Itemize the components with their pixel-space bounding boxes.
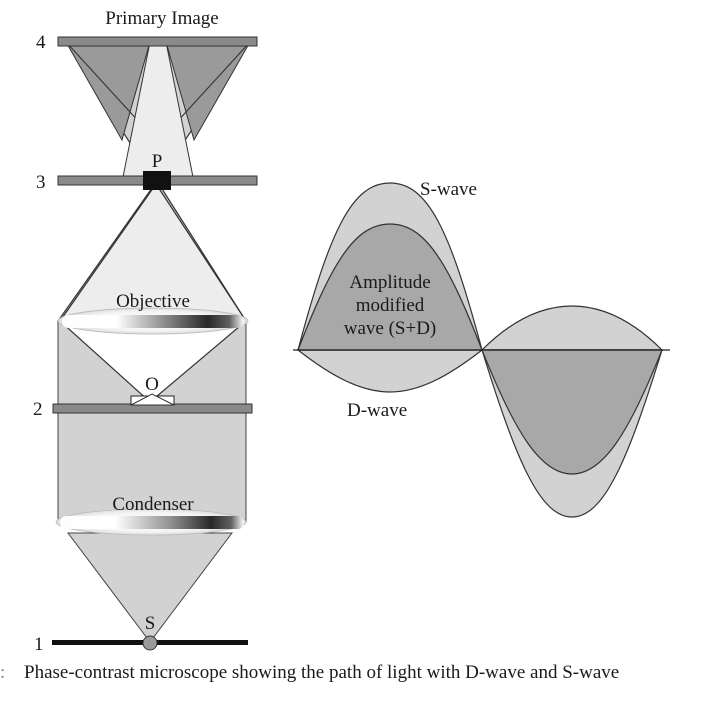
phase-contrast-diagram: Primary Image 4 3 2 1 P Objective O Cond… — [33, 8, 670, 655]
d-wave-negative — [296, 349, 484, 393]
objective-shading — [62, 315, 244, 328]
modified-wave-label-line-2: modified — [356, 295, 425, 316]
source-label: S — [145, 613, 156, 634]
condenser-shading — [60, 516, 244, 529]
d-wave-positive — [480, 305, 664, 351]
phase-ring — [143, 171, 171, 190]
primary-image-label: Primary Image — [105, 8, 218, 29]
plane-number-1: 1 — [34, 634, 44, 655]
image-cone-center — [122, 42, 194, 182]
object-label: O — [145, 374, 159, 395]
objective-label: Objective — [116, 291, 190, 312]
plane-number-3: 3 — [36, 172, 46, 193]
phase-plate-label: P — [152, 151, 163, 172]
modified-wave-label-line-1: Amplitude — [349, 272, 430, 293]
condenser-label: Condenser — [112, 494, 194, 515]
s-wave-label: S-wave — [420, 179, 477, 200]
diffracted-light-cone — [60, 184, 246, 321]
caption-prefix: : — [0, 662, 6, 683]
caption-text: Phase-contrast microscope showing the pa… — [24, 662, 620, 683]
modified-wave-positive — [297, 223, 483, 351]
modified-wave-label-line-3: wave (S+D) — [344, 318, 437, 339]
plane-number-2: 2 — [33, 399, 43, 420]
plane-number-4: 4 — [36, 32, 46, 53]
light-source — [142, 635, 158, 651]
figure-caption: : Phase-contrast microscope showing the … — [0, 662, 722, 692]
plane-4-primary-image — [57, 36, 258, 47]
object-light-tip — [130, 393, 175, 406]
d-wave-label: D-wave — [347, 400, 407, 421]
modified-wave-negative — [481, 349, 663, 475]
